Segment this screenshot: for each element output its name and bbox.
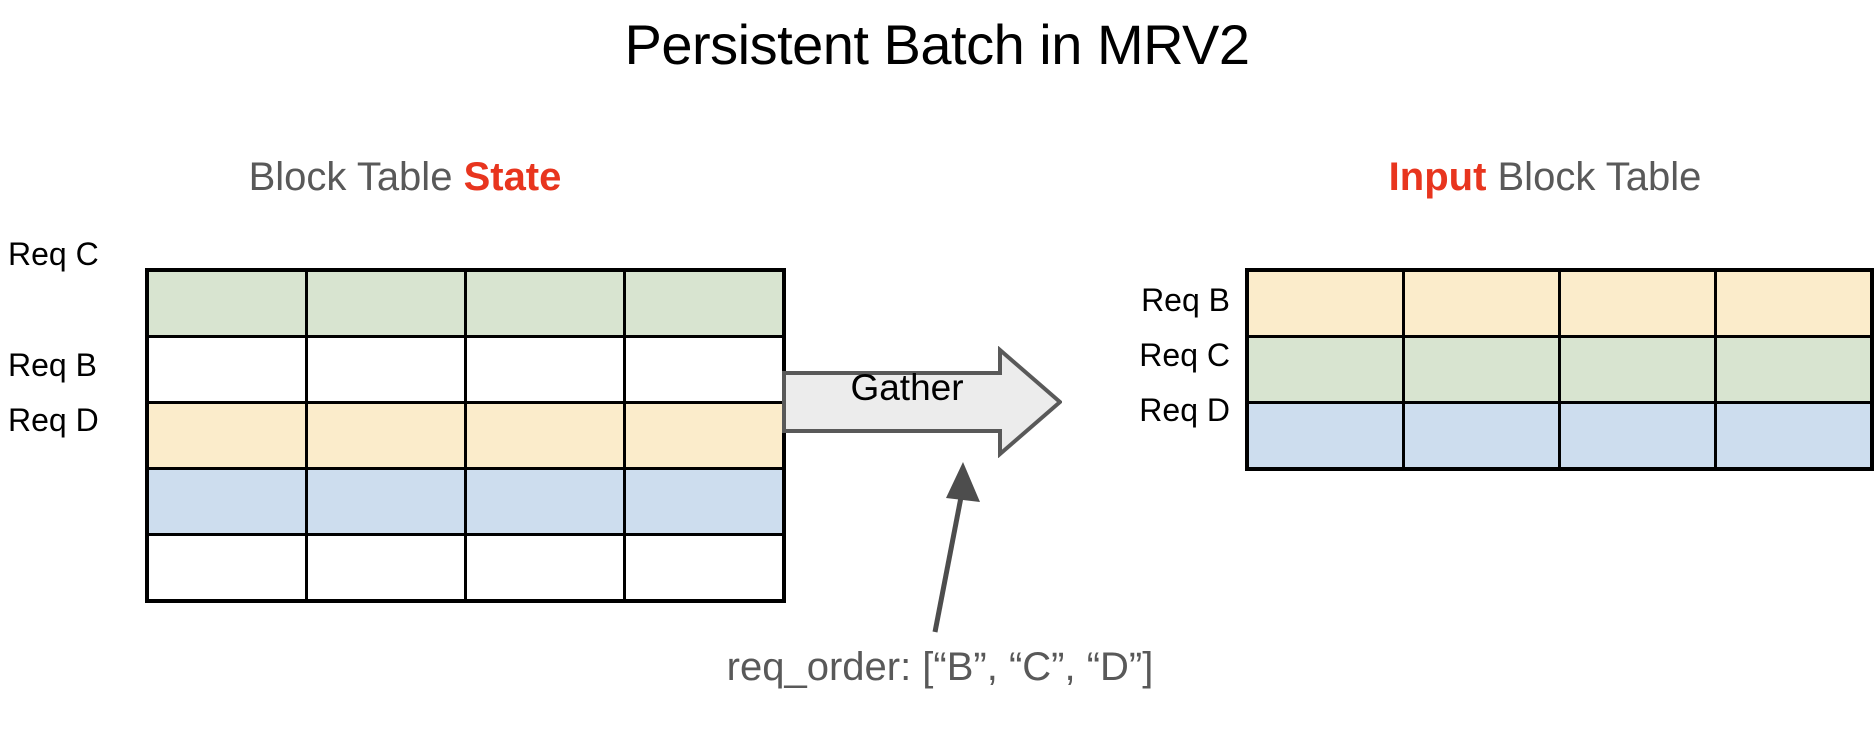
state-cell-r2c3 — [623, 401, 786, 470]
req-order-caption: req_order: [“B”, “C”, “D”] — [726, 645, 1154, 689]
table-row — [145, 533, 786, 603]
state-cell-r1c2 — [464, 335, 626, 404]
table-row — [145, 401, 786, 470]
callout-arrow-icon — [900, 450, 1080, 640]
gather-label: Gather — [850, 367, 964, 408]
state-cell-r3c2 — [464, 467, 626, 536]
left-heading-accent: State — [463, 155, 562, 199]
input-cell-r1c3 — [1714, 335, 1874, 404]
right-row-label-req-b: Req B — [1141, 282, 1230, 318]
input-cell-r0c1 — [1402, 268, 1561, 338]
left-panel-heading: Block Table State — [120, 155, 690, 199]
input-cell-r2c0 — [1245, 401, 1405, 471]
right-row-label-req-c: Req C — [1139, 337, 1230, 373]
state-cell-r0c3 — [623, 268, 786, 338]
state-cell-r4c2 — [464, 533, 626, 603]
block-table-input — [1245, 268, 1874, 471]
right-panel-heading: Input Block Table — [1205, 155, 1874, 199]
state-cell-r3c1 — [305, 467, 467, 536]
right-heading-accent: Input — [1388, 155, 1487, 199]
table-row — [145, 335, 786, 404]
input-cell-r0c2 — [1558, 268, 1717, 338]
input-cell-r2c2 — [1558, 401, 1717, 471]
left-heading-prefix: Block Table — [248, 155, 464, 199]
page-title: Persistent Batch in MRV2 — [624, 13, 1250, 76]
input-cell-r0c3 — [1714, 268, 1874, 338]
state-cell-r4c3 — [623, 533, 786, 603]
state-cell-r3c3 — [623, 467, 786, 536]
left-row-label-req-d: Req D — [8, 402, 99, 438]
state-cell-r4c1 — [305, 533, 467, 603]
state-cell-r0c2 — [464, 268, 626, 338]
table-row — [1245, 335, 1874, 404]
state-cell-r2c0 — [145, 401, 308, 470]
state-cell-r4c0 — [145, 533, 308, 603]
right-row-label-req-d: Req D — [1139, 392, 1230, 428]
input-cell-r2c3 — [1714, 401, 1874, 471]
input-cell-r0c0 — [1245, 268, 1405, 338]
table-row — [145, 268, 786, 338]
state-cell-r1c3 — [623, 335, 786, 404]
state-cell-r3c0 — [145, 467, 308, 536]
state-cell-r2c2 — [464, 401, 626, 470]
state-cell-r1c1 — [305, 335, 467, 404]
left-row-label-req-b: Req B — [8, 347, 97, 383]
left-row-label-req-c: Req C — [8, 236, 99, 272]
state-cell-r0c1 — [305, 268, 467, 338]
state-cell-r1c0 — [145, 335, 308, 404]
input-cell-r1c1 — [1402, 335, 1561, 404]
table-row — [145, 467, 786, 536]
gather-arrow-shape — [782, 346, 1062, 458]
right-heading-suffix: Block Table — [1486, 155, 1702, 199]
input-cell-r1c0 — [1245, 335, 1405, 404]
block-table-state — [145, 268, 786, 603]
input-cell-r2c1 — [1402, 401, 1561, 471]
table-row — [1245, 268, 1874, 338]
table-row — [1245, 401, 1874, 471]
state-cell-r2c1 — [305, 401, 467, 470]
state-cell-r0c0 — [145, 268, 308, 338]
input-cell-r1c2 — [1558, 335, 1717, 404]
